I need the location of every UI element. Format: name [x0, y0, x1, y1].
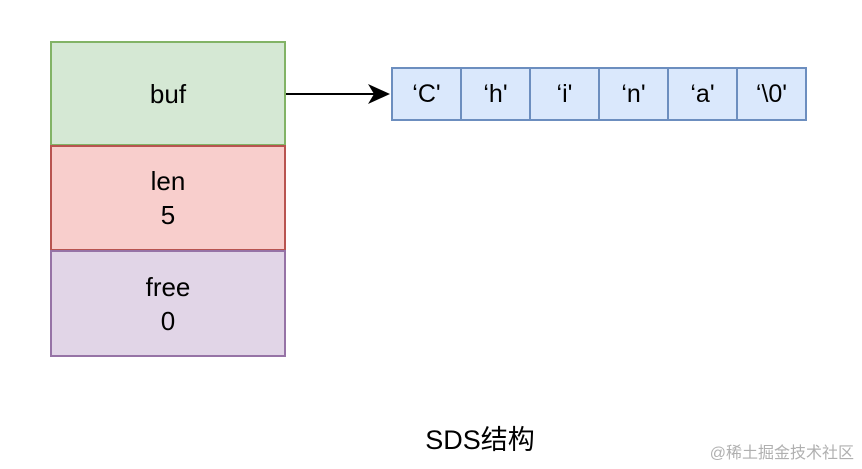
char-cell: ‘\0' [736, 67, 807, 121]
buf-label: buf [149, 78, 187, 109]
buf-field-box: buf [50, 41, 286, 146]
char-cell: ‘i' [529, 67, 600, 121]
free-label: free [145, 271, 191, 302]
char-cell: ‘a' [667, 67, 738, 121]
len-field-box: len 5 [50, 145, 286, 251]
len-value: 5 [160, 200, 176, 230]
watermark: @稀土掘金技术社区 [709, 445, 854, 462]
char-cell: ‘C' [391, 67, 462, 121]
char-cell: ‘n' [598, 67, 669, 121]
len-label: len [150, 166, 186, 196]
diagram-caption: SDS结构 [425, 425, 535, 455]
free-value: 0 [160, 305, 176, 336]
char-array: ‘C' ‘h' ‘i' ‘n' ‘a' ‘\0' [391, 67, 807, 121]
buf-pointer-arrow [286, 84, 390, 104]
free-field-box: free 0 [50, 250, 286, 357]
char-cell: ‘h' [460, 67, 531, 121]
